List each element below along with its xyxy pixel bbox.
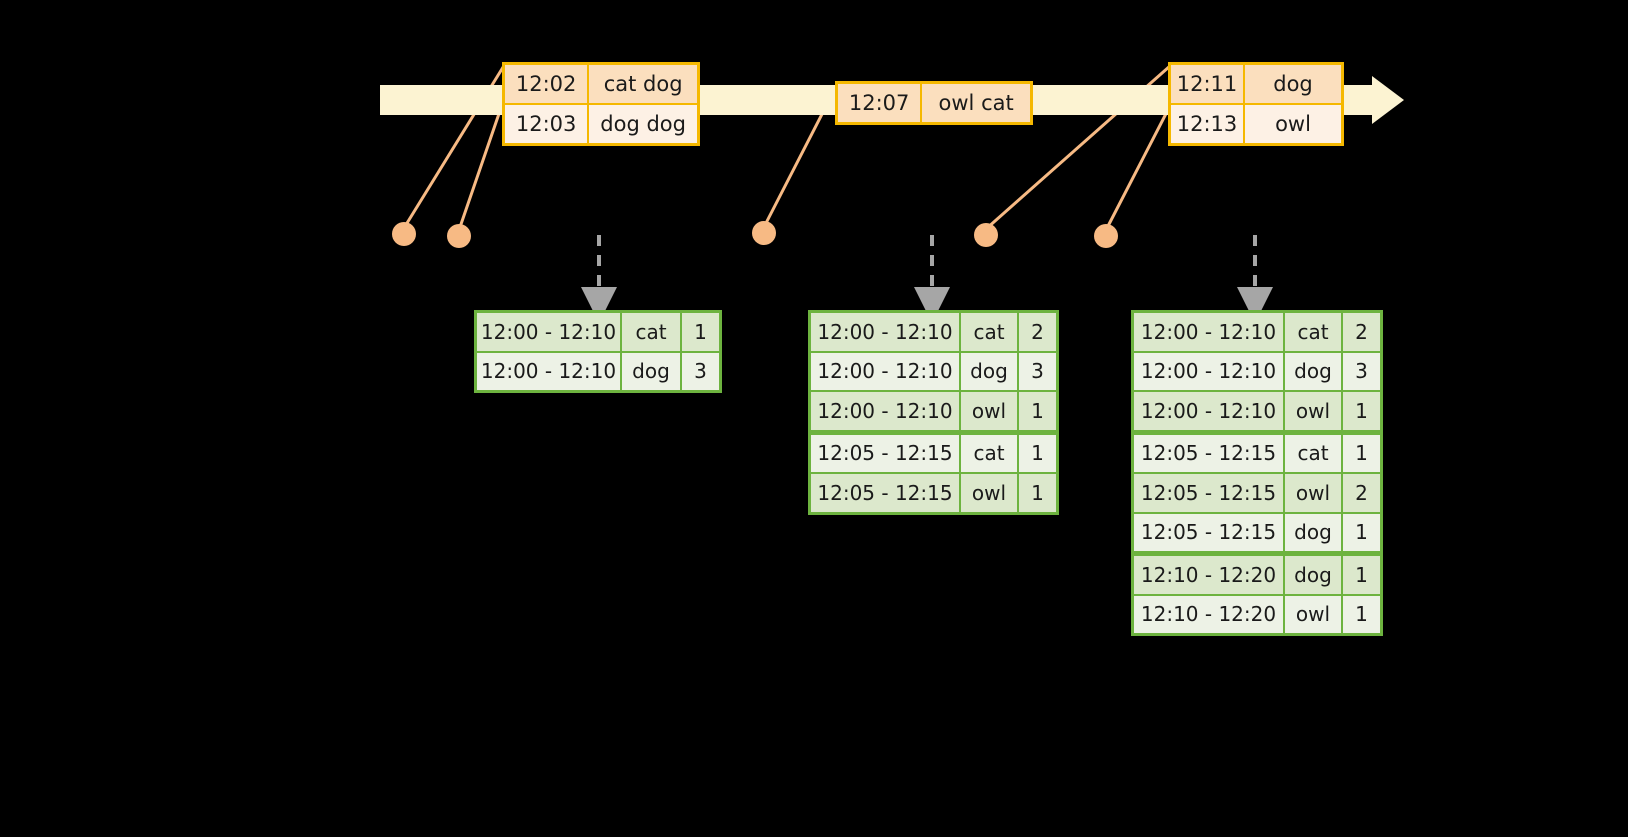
cell-key: dog (1285, 556, 1343, 594)
cell-key: cat (622, 313, 682, 351)
event-row: 12:03 dog dog (505, 103, 697, 143)
cell-window: 12:00 - 12:10 (477, 313, 622, 351)
cell-window: 12:05 - 12:15 (1134, 474, 1285, 512)
dot-3 (752, 221, 776, 245)
cell-count: 2 (1019, 313, 1056, 351)
cell-count: 3 (1343, 352, 1380, 390)
event-time: 12:13 (1171, 105, 1243, 143)
dot-4 (974, 223, 998, 247)
event-time: 12:07 (838, 84, 921, 122)
cell-key: owl (1285, 474, 1343, 512)
cell-window: 12:00 - 12:10 (1134, 392, 1285, 430)
cell-key: owl (961, 474, 1019, 512)
cell-window: 12:05 - 12:15 (811, 474, 961, 512)
event-payload: dog (1243, 65, 1341, 103)
cell-key: dog (961, 352, 1019, 390)
event-time: 12:02 (505, 65, 588, 103)
cell-key: dog (622, 352, 682, 390)
dot-1 (392, 222, 416, 246)
event-row: 12:13 owl (1171, 103, 1341, 143)
cell-key: dog (1285, 513, 1343, 551)
emit-arrows (581, 235, 1273, 323)
cell-window: 12:10 - 12:20 (1134, 595, 1285, 633)
cell-key: cat (961, 313, 1019, 351)
event-payload: cat dog (587, 65, 697, 103)
cell-key: cat (961, 434, 1019, 472)
connector-2 (457, 101, 505, 231)
cell-window: 12:00 - 12:10 (1134, 352, 1285, 390)
cell-window: 12:00 - 12:10 (811, 352, 961, 390)
arrow-right-icon (1372, 76, 1404, 124)
cell-window: 12:00 - 12:10 (1134, 313, 1285, 351)
cell-window: 12:05 - 12:15 (811, 434, 961, 472)
event-row: 12:02 cat dog (505, 65, 697, 103)
event-time: 12:03 (505, 105, 588, 143)
event-payload: dog dog (587, 105, 697, 143)
cell-count: 1 (1343, 556, 1380, 594)
cell-window: 12:05 - 12:15 (1134, 513, 1285, 551)
cell-count: 1 (1343, 513, 1380, 551)
event-card-1[interactable]: 12:02 cat dog 12:03 dog dog (502, 62, 700, 146)
event-time: 12:11 (1171, 65, 1243, 103)
cell-count: 1 (1343, 392, 1380, 430)
cell-count: 1 (1019, 434, 1056, 472)
cell-window: 12:10 - 12:20 (1134, 556, 1285, 594)
cell-window: 12:00 - 12:10 (811, 313, 961, 351)
cell-count: 1 (1019, 474, 1056, 512)
cell-key: dog (1285, 352, 1343, 390)
cell-key: owl (1285, 595, 1343, 633)
event-row: 12:07 owl cat (838, 84, 1030, 122)
cell-count: 1 (1343, 595, 1380, 633)
cell-count: 1 (682, 313, 719, 351)
cell-count: 2 (1343, 474, 1380, 512)
event-payload: owl (1243, 105, 1341, 143)
event-row: 12:11 dog (1171, 65, 1341, 103)
cell-count: 1 (1343, 434, 1380, 472)
event-card-3[interactable]: 12:11 dog 12:13 owl (1168, 62, 1344, 146)
cell-count: 3 (682, 352, 719, 390)
event-card-2[interactable]: 12:07 owl cat (835, 81, 1033, 125)
cell-count: 1 (1019, 392, 1056, 430)
cell-key: cat (1285, 434, 1343, 472)
cell-key: cat (1285, 313, 1343, 351)
event-payload: owl cat (920, 84, 1030, 122)
cell-window: 12:00 - 12:10 (477, 352, 622, 390)
cell-count: 3 (1019, 352, 1056, 390)
cell-window: 12:00 - 12:10 (811, 392, 961, 430)
cell-count: 2 (1343, 313, 1380, 351)
dot-5 (1094, 224, 1118, 248)
connector-5 (1104, 103, 1173, 231)
cell-key: owl (961, 392, 1019, 430)
dot-2 (447, 224, 471, 248)
cell-key: owl (1285, 392, 1343, 430)
cell-window: 12:05 - 12:15 (1134, 434, 1285, 472)
